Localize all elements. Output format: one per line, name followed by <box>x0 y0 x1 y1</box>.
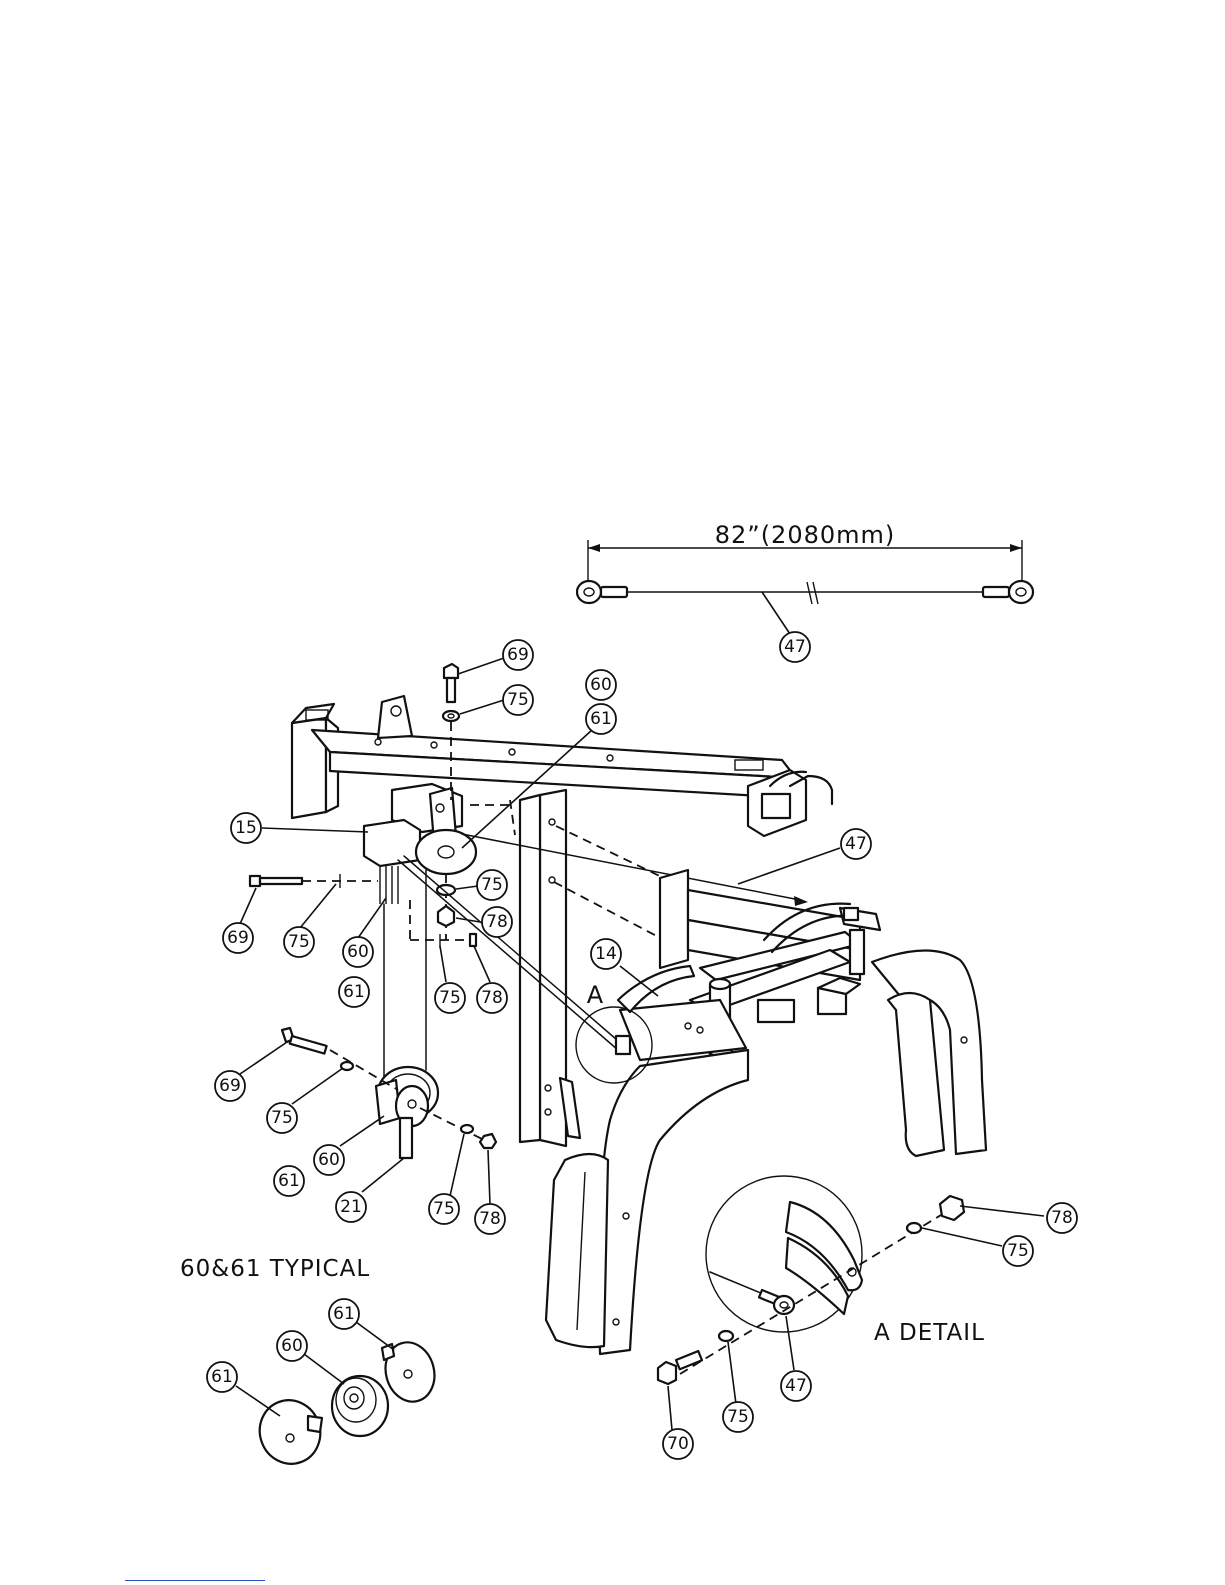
callout-75-top: 75 <box>503 685 533 715</box>
detail-a-label: A <box>587 981 604 1009</box>
callout-75-mid: 75 <box>477 870 507 900</box>
callout-label: 75 <box>288 932 310 952</box>
callout-60-top: 60 <box>586 670 616 700</box>
callout-75-low: 75 <box>435 983 465 1013</box>
callout-label: 61 <box>343 982 365 1002</box>
typical-caption: 60&61 TYPICAL <box>180 1256 370 1282</box>
callout-69-lower: 69 <box>215 1071 245 1101</box>
callout-label: 69 <box>227 928 249 948</box>
callout-label: 69 <box>507 645 529 665</box>
callout-label: 78 <box>479 1209 501 1229</box>
a-detail-view: A DETAIL <box>658 1176 985 1384</box>
callout-label: 75 <box>439 988 461 1008</box>
callout-label: 15 <box>235 818 257 838</box>
callout-label: 47 <box>784 637 806 657</box>
callout-label: 60 <box>281 1336 303 1356</box>
callout-78-low: 78 <box>477 983 507 1013</box>
callout-label: 47 <box>845 834 867 854</box>
callout-78-mid: 78 <box>482 907 512 937</box>
detail-caption: A DETAIL <box>874 1320 985 1346</box>
callout-label: 75 <box>1007 1241 1029 1261</box>
callout-61-typical-left: 61 <box>207 1362 237 1392</box>
callout-61-side: 61 <box>339 977 369 1007</box>
callout-label: 61 <box>590 709 612 729</box>
callout-label: 61 <box>211 1367 233 1387</box>
callout-78-detail: 78 <box>1047 1203 1077 1233</box>
cable-length-dimension: 82”(2080mm) <box>715 521 896 549</box>
callout-label: 61 <box>278 1171 300 1191</box>
callout-label: 14 <box>595 944 617 964</box>
callout-75-lower: 75 <box>267 1103 297 1133</box>
callout-75-bottom: 75 <box>429 1194 459 1224</box>
callout-75-detail-bolt: 75 <box>723 1402 753 1432</box>
footer-rule <box>125 1580 265 1581</box>
callout-label: 61 <box>333 1304 355 1324</box>
callout-label: 78 <box>486 912 508 932</box>
callout-60-typical: 60 <box>277 1331 307 1361</box>
callout-label: 70 <box>667 1434 689 1454</box>
callout-70: 70 <box>663 1429 693 1459</box>
callout-47-detail: 47 <box>781 1371 811 1401</box>
callout-label: 60 <box>347 942 369 962</box>
callout-69-top: 69 <box>503 640 533 670</box>
callout-60-side: 60 <box>343 937 373 967</box>
cable-dimension-drawing: 82”(2080mm) <box>577 521 1033 634</box>
callout-61-typical-right: 61 <box>329 1299 359 1329</box>
callout-47-cable: 47 <box>780 632 810 662</box>
callout-61-top: 61 <box>586 704 616 734</box>
callout-21: 21 <box>336 1192 366 1222</box>
callout-15: 15 <box>231 813 261 843</box>
vertical-mast <box>520 790 580 1146</box>
callout-label: 21 <box>340 1197 362 1217</box>
callout-label: 60 <box>318 1150 340 1170</box>
callout-label: 75 <box>727 1407 749 1427</box>
callout-label: 75 <box>481 875 503 895</box>
callout-label: 47 <box>785 1376 807 1396</box>
callout-label: 69 <box>219 1076 241 1096</box>
callout-60-lower: 60 <box>314 1145 344 1175</box>
callout-69-side: 69 <box>223 923 253 953</box>
callout-47-frame: 47 <box>841 829 871 859</box>
lower-pulley-assembly <box>282 1028 496 1158</box>
callout-75-side: 75 <box>284 927 314 957</box>
callout-label: 78 <box>481 988 503 1008</box>
callout-14: 14 <box>591 939 621 969</box>
callout-61-lower: 61 <box>274 1166 304 1196</box>
callout-78-bottom: 78 <box>475 1204 505 1234</box>
callout-label: 75 <box>271 1108 293 1128</box>
callout-label: 75 <box>507 690 529 710</box>
callout-75-detail: 75 <box>1003 1236 1033 1266</box>
side-bolt-hardware <box>250 874 378 888</box>
callout-label: 78 <box>1051 1208 1073 1228</box>
callout-label: 60 <box>590 675 612 695</box>
callout-label: 75 <box>433 1199 455 1219</box>
